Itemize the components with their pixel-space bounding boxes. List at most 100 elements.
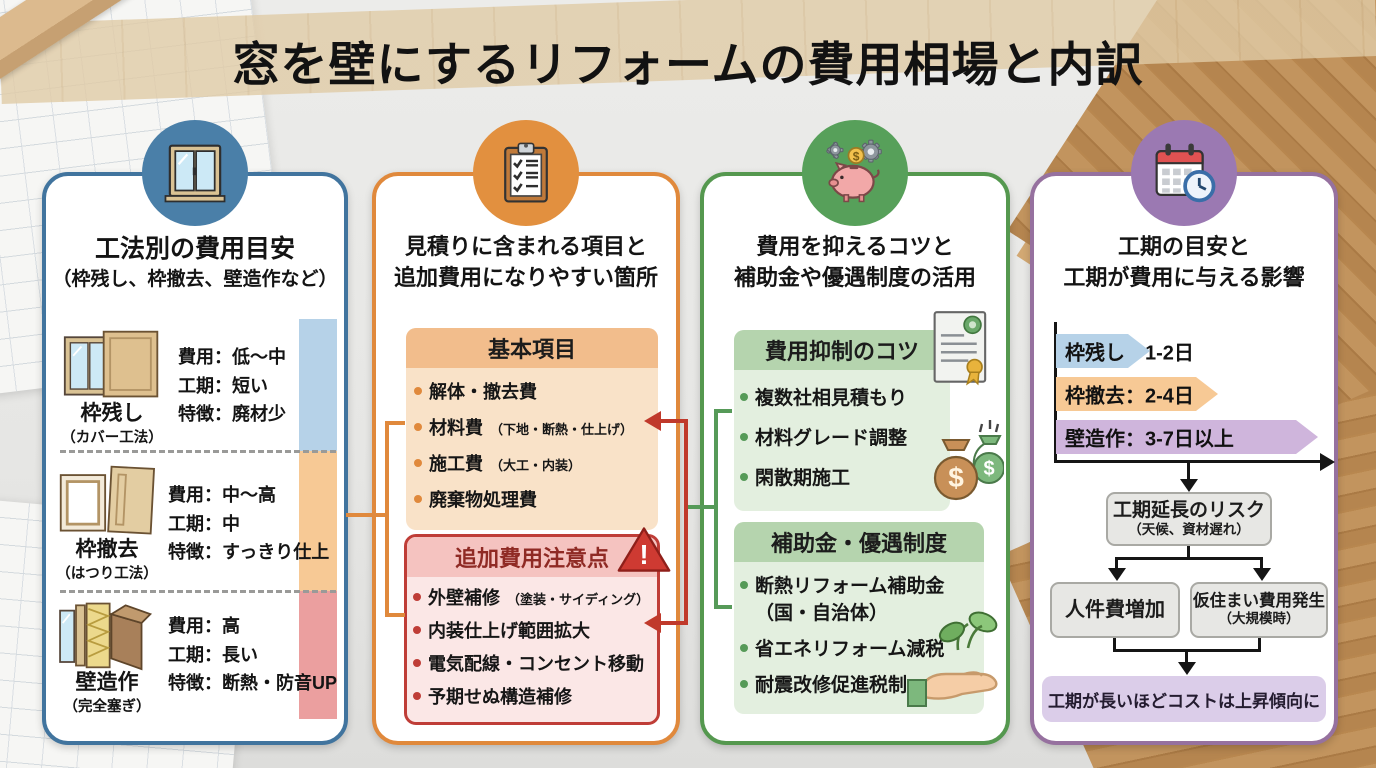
timeline-label: 枠撤去：2-4日 — [1065, 385, 1194, 408]
risk-box-line2: （天候、資材遅れ） — [1128, 521, 1250, 537]
method-row-wakunokoshi: 枠残し （カバー工法） 費用：低〜中 工期：短い 特徴：廃材少 — [54, 322, 304, 450]
bullet-icon — [740, 433, 748, 441]
flow-arrowhead-down — [1179, 479, 1198, 492]
window-cover-illustration — [63, 330, 159, 398]
period-line: 工期：短い — [178, 375, 268, 396]
bullet-icon — [414, 387, 422, 395]
temporary-housing-line2: （大規模時） — [1218, 611, 1300, 627]
list-item: 材料グレード調整 — [740, 423, 944, 450]
list-item: 断熱リフォーム補助金 （国・自治体） — [740, 571, 978, 625]
connector-orange-vertical — [385, 421, 389, 617]
feature-line: 特徴：断熱・防音UP — [168, 673, 338, 694]
item-note: （塗装・サイディング） — [507, 592, 650, 607]
list-item: 閑散期施工 — [740, 463, 944, 490]
bullet-icon — [413, 659, 421, 667]
item-text: 複数社相見積もり — [755, 388, 908, 409]
bullet-icon — [414, 495, 422, 503]
method-subname: （完全塞ぎ） — [63, 699, 151, 715]
item-note: （大工・内装） — [490, 458, 582, 473]
cost-line: 費用：低〜中 — [178, 346, 286, 367]
card-schedule: 工期の目安と 工期が費用に与える影響 枠残し：1-2日 枠撤去：2-4日 壁造作… — [1030, 120, 1338, 745]
cost-bar-low-segment — [299, 319, 337, 451]
subsidy-box: 補助金・優遇制度 断熱リフォーム補助金 （国・自治体） 省エネリフォーム減税 耐… — [734, 522, 984, 714]
method-info: 費用：中〜高 工期：中 特徴：すっきり仕上 — [160, 481, 329, 567]
list-item: 内装仕上げ範囲拡大 — [413, 617, 651, 643]
item-text: 省エネリフォーム減税 — [755, 639, 945, 660]
item-text: 内装仕上げ範囲拡大 — [428, 621, 590, 641]
method-figure-block: 枠撤去 （はつり工法） — [54, 458, 160, 590]
bullet-icon — [413, 692, 421, 700]
connector-green-top-stub — [718, 409, 732, 413]
clipboard-checklist-icon — [473, 120, 579, 226]
gantt-x-axis — [1054, 460, 1320, 463]
warning-triangle-icon: ! — [617, 527, 671, 572]
conclusion-box: 工期が長いほどコストは上昇傾向に — [1042, 676, 1326, 722]
card2-heading-line1: 見積りに含まれる項目と — [404, 234, 647, 259]
card3-heading-line1: 費用を抑えるコツと — [756, 234, 954, 259]
item-text: 耐震改修促進税制 — [755, 675, 908, 696]
cost-line: 費用：中〜高 — [168, 484, 276, 505]
item-text: 施工費 — [429, 454, 483, 474]
flow-line — [1260, 557, 1263, 569]
flow-line — [1115, 557, 1263, 560]
connector-green-bottom-stub — [718, 605, 732, 609]
card1-heading-sub: （枠残し、枠撤去、壁造作など） — [52, 269, 338, 290]
method-figure-block: 枠残し （カバー工法） — [54, 322, 170, 450]
item-note: （下地・断熱・仕上げ） — [490, 422, 634, 437]
list-item: 電気配線・コンセント移動 — [413, 650, 651, 676]
method-info: 費用：低〜中 工期：短い 特徴：廃材少 — [170, 343, 286, 429]
timeline-bar-kabezosaku: 壁造作：3-7日以上 — [1056, 420, 1296, 454]
item-note: （国・自治体） — [755, 603, 889, 624]
cost-bar-high-segment — [299, 591, 337, 719]
item-text-block: 断熱リフォーム補助金 （国・自治体） — [755, 571, 944, 625]
wall-construction-illustration — [59, 602, 153, 671]
gantt-x-axis-arrowhead — [1320, 452, 1335, 471]
card-method-costs: 工法別の費用目安 （枠残し、枠撤去、壁造作など） 枠残し （カバー工 — [42, 120, 348, 745]
card3-heading-line2: 補助金や優遇制度の活用 — [733, 264, 976, 290]
method-info: 費用：高 工期：長い 特徴：断熱・防音UP — [160, 612, 337, 698]
connector-red-bottom-horizontal — [660, 621, 684, 625]
flow-arrowhead-down — [1177, 662, 1196, 675]
labor-cost-line1: 人件費増加 — [1065, 598, 1165, 621]
hand-plant-icon — [907, 611, 998, 707]
card2-heading: 見積りに含まれる項目と 追加費用になりやすい箇所 — [376, 232, 676, 294]
item-text: 断熱リフォーム補助金 — [755, 576, 945, 597]
card4-heading-line1: 工期の目安と — [1117, 234, 1250, 259]
row-divider — [60, 450, 336, 453]
method-subname: （カバー工法） — [61, 430, 163, 447]
connector-orange-top-stub — [389, 421, 405, 425]
red-arrow-left-icon — [644, 411, 661, 431]
flow-line — [1258, 638, 1261, 651]
flow-line — [1187, 463, 1190, 480]
bag-dollar-glyph: $ — [983, 458, 994, 480]
item-text: 材料費 — [429, 418, 483, 438]
list-item: 耐震改修促進税制 — [740, 670, 978, 697]
exclamation-glyph: ! — [639, 539, 648, 570]
frame-removal-illustration — [59, 465, 156, 535]
money-bags-icon: $ $ — [933, 420, 1004, 501]
list-item: 省エネリフォーム減税 — [740, 634, 978, 661]
list-item: 複数社相見積もり — [740, 383, 944, 410]
list-item: 材料費 （下地・断熱・仕上げ） — [414, 414, 650, 440]
method-row-kabezosaku: 壁造作 （完全塞ぎ） 費用：高 工期：長い 特徴：断熱・防音UP — [54, 594, 337, 716]
item-text: 予期せぬ構造補修 — [428, 687, 572, 707]
cost-line: 費用：高 — [168, 615, 240, 636]
bullet-icon — [740, 581, 748, 589]
bullet-icon — [414, 423, 422, 431]
risk-box-line1: 工期延長のリスク — [1112, 499, 1265, 521]
card4-heading-line2: 工期が費用に与える影響 — [1063, 264, 1305, 290]
feature-line: 特徴：廃材少 — [178, 404, 286, 425]
flow-arrowhead-down — [1107, 568, 1126, 581]
list-item: 予期せぬ構造補修 — [413, 683, 651, 709]
timeline-label: 壁造作：3-7日以上 — [1065, 428, 1234, 451]
flow-line — [1113, 638, 1116, 651]
connector-green-stub — [688, 505, 716, 509]
method-name: 壁造作 — [75, 670, 139, 694]
cost-tips-title: 費用抑制のコツ — [734, 330, 950, 370]
item-text: 材料グレード調整 — [755, 428, 908, 449]
subsidy-title: 補助金・優遇制度 — [734, 522, 984, 562]
row-divider — [60, 590, 336, 593]
card1-heading-main: 工法別の費用目安 — [94, 235, 295, 263]
bullet-icon — [413, 593, 421, 601]
basic-items-title: 基本項目 — [406, 328, 658, 368]
